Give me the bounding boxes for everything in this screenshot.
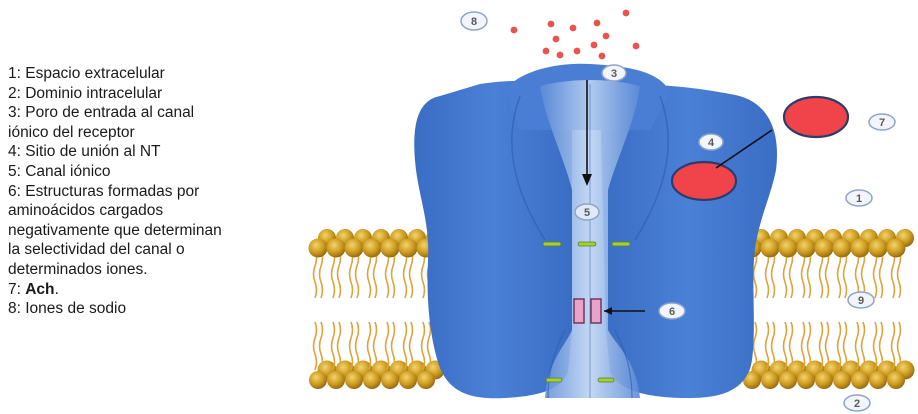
marker-1: 1	[846, 190, 872, 206]
marker-6-label: 6	[669, 306, 675, 318]
marker-7-label: 7	[879, 117, 885, 129]
receptor-channel	[414, 64, 777, 399]
sodium-ions	[511, 10, 640, 60]
marker-4-label: 4	[708, 137, 715, 149]
membrane-right	[743, 229, 915, 389]
marker-8-label: 8	[471, 16, 477, 28]
ach-bound	[672, 162, 736, 200]
marker-5: 5	[575, 204, 599, 220]
marker-9-label: 9	[858, 295, 864, 307]
marker-6: 6	[659, 303, 685, 319]
marker-5-label: 5	[584, 207, 590, 219]
ach-free	[784, 97, 848, 137]
marker-3-label: 3	[611, 68, 617, 80]
marker-2: 2	[844, 395, 870, 411]
marker-1-label: 1	[856, 193, 862, 205]
marker-2-label: 2	[854, 398, 860, 410]
marker-9: 9	[848, 292, 874, 308]
marker-3: 3	[602, 65, 626, 81]
marker-8: 8	[461, 12, 487, 30]
marker-7: 7	[869, 114, 895, 130]
marker-4: 4	[699, 134, 723, 150]
membrane-left	[309, 229, 445, 389]
